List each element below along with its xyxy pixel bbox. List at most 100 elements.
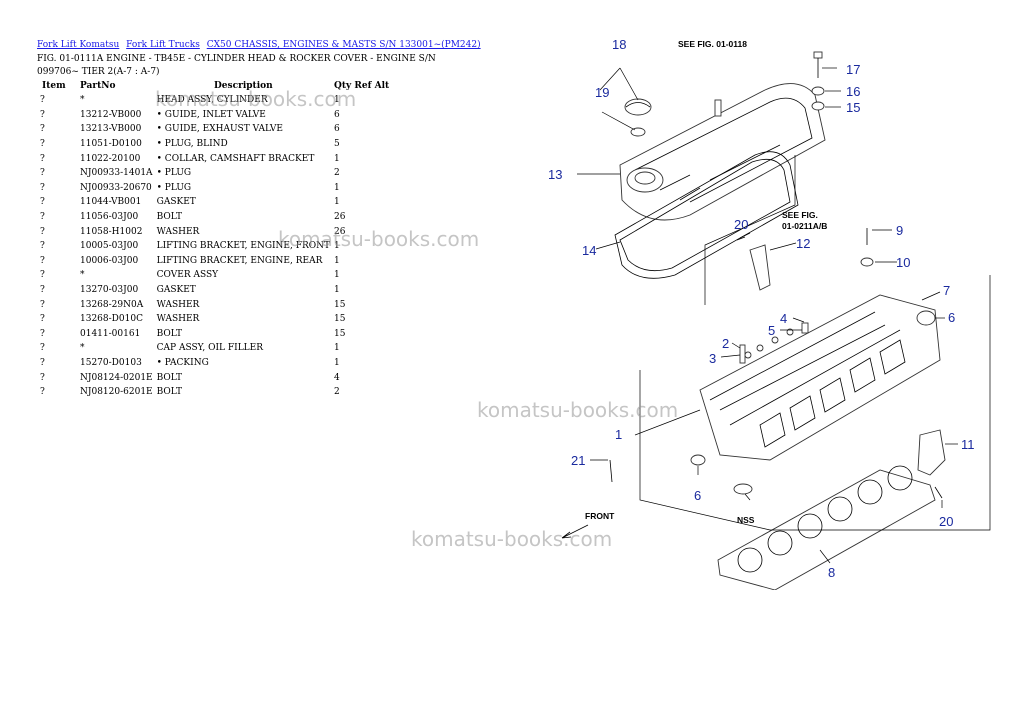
cell-partno: 11022-20100	[80, 153, 141, 164]
bolt-part	[609, 459, 613, 483]
cell-description: CAP ASSY, OIL FILLER	[156, 343, 263, 354]
bolt-part	[934, 486, 943, 499]
callout-20: 20	[939, 514, 953, 529]
bolt-part	[736, 236, 746, 241]
cell-partno: 15270-D0103	[80, 357, 142, 368]
cell-item: ?	[40, 109, 45, 120]
front-arrow-icon	[561, 524, 589, 539]
cell-description: • COLLAR, CAMSHAFT BRACKET	[156, 153, 315, 164]
cell-qty: 1	[334, 241, 340, 252]
breadcrumb-link-fork-lift-trucks[interactable]: Fork Lift Trucks	[126, 40, 200, 50]
callout-6: 6	[948, 310, 955, 325]
cell-description: • PLUG	[156, 182, 192, 193]
cell-partno: 13268-D010C	[80, 314, 143, 325]
cell-partno: 13213-VB000	[80, 124, 142, 135]
callout-15: 15	[846, 100, 860, 115]
cell-item: ?	[40, 95, 45, 106]
cell-item: ?	[40, 197, 45, 208]
exploded-parts-diagram: SEE FIG. 01-0118 SEE FIG. 01-0211A/B FRO…	[548, 37, 991, 590]
cell-item: ?	[40, 357, 45, 368]
callout-18: 18	[612, 37, 626, 52]
cell-item: ?	[40, 270, 45, 281]
cell-item: ?	[40, 168, 45, 179]
cell-partno: 11056-03J00	[80, 212, 139, 223]
callout-13: 13	[548, 167, 562, 182]
lifting-bracket-front-part	[749, 244, 771, 291]
cell-qty: 15	[334, 328, 346, 339]
cell-description: LIFTING BRACKET, ENGINE, FRONT	[156, 241, 331, 252]
cell-description: GASKET	[156, 285, 196, 296]
breadcrumb: Fork Lift Komatsu Fork Lift Trucks CX50 …	[37, 40, 485, 50]
cell-partno: 11044-VB001	[80, 197, 142, 208]
cell-partno: NJ00933-20670	[80, 182, 152, 193]
breadcrumb-link-fork-lift-komatsu[interactable]: Fork Lift Komatsu	[37, 40, 120, 50]
cell-partno: NJ08124-0201E	[80, 372, 153, 383]
cell-partno: 13268-29N0A	[80, 299, 144, 310]
cell-item: ?	[40, 343, 45, 354]
callout-3: 3	[709, 351, 716, 366]
cell-qty: 1	[334, 182, 340, 193]
cell-description: BOLT	[156, 372, 183, 383]
packing-part	[733, 483, 753, 495]
see-fig-label: SEE FIG. 01-0118	[678, 39, 747, 49]
cell-item: ?	[40, 285, 45, 296]
cell-item: ?	[40, 241, 45, 252]
cell-partno: 10006-03J00	[80, 255, 139, 266]
column-header-item: Item	[42, 81, 66, 91]
cell-qty: 1	[334, 285, 340, 296]
rocker-cover-gasket-part	[614, 151, 799, 279]
callout-4: 4	[780, 311, 787, 326]
callout-8: 8	[828, 565, 835, 580]
cell-partno: 01411-00161	[80, 328, 141, 339]
callout-7: 7	[943, 283, 950, 298]
figure-title: FIG. 01-0111A ENGINE - TB45E - CYLINDER …	[37, 54, 436, 77]
cell-item: ?	[40, 226, 45, 237]
see-fig-label: 01-0211A/B	[782, 221, 827, 231]
cell-description: BOLT	[156, 328, 183, 339]
cell-partno: 13212-VB000	[80, 109, 142, 120]
cell-description: GASKET	[156, 197, 196, 208]
cell-item: ?	[40, 139, 45, 150]
callout-10: 10	[896, 255, 910, 270]
leader-lines	[577, 67, 991, 564]
cell-qty: 6	[334, 124, 340, 135]
cell-description: WASHER	[156, 226, 200, 237]
cell-partno: 11051-D0100	[80, 139, 142, 150]
cell-item: ?	[40, 153, 45, 164]
cell-description: • PLUG	[156, 168, 192, 179]
cylinder-head-part	[699, 294, 941, 461]
head-gasket-part	[717, 465, 936, 590]
callout-5: 5	[768, 323, 775, 338]
cell-qty: 26	[334, 212, 346, 223]
cell-qty: 1	[334, 357, 340, 368]
callout-2: 2	[722, 336, 729, 351]
callout-14: 14	[582, 243, 596, 258]
column-header-description: Description	[214, 81, 273, 91]
front-label: FRONT	[585, 511, 615, 521]
cell-item: ?	[40, 299, 45, 310]
plug-part	[916, 310, 936, 326]
valve-guide-part	[739, 344, 746, 364]
cell-description: BOLT	[156, 212, 183, 223]
callout-12: 12	[796, 236, 810, 251]
breadcrumb-link-cx50-chassis[interactable]: CX50 CHASSIS, ENGINES & MASTS S/N 133001…	[206, 40, 481, 50]
cell-qty: 1	[334, 95, 340, 106]
watermark: komatsu-books.com	[278, 227, 480, 251]
cell-description: • PACKING	[156, 357, 209, 368]
cell-item: ?	[40, 328, 45, 339]
lifting-bracket-rear-part	[917, 429, 946, 476]
cell-qty: 1	[334, 153, 340, 164]
cell-partno: NJ08120-6201E	[80, 387, 153, 398]
cell-partno: *	[80, 270, 85, 281]
cell-description: WASHER	[156, 299, 200, 310]
